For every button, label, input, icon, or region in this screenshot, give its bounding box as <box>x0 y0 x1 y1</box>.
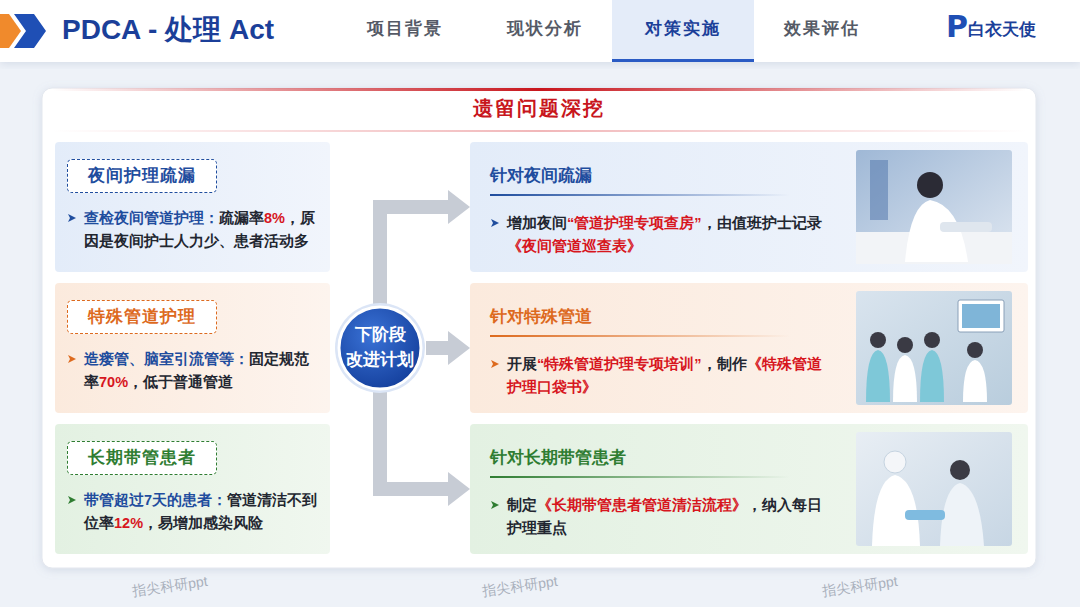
watermark: 指尖科研ppt <box>459 570 580 603</box>
text-run: 疏漏率 <box>219 210 264 226</box>
action-heading: 针对特殊管道 <box>490 305 790 337</box>
photo-training <box>856 291 1012 405</box>
problem-text: 查检夜间管道护理：疏漏率8%，原因是夜间护士人力少、患者活动多 <box>84 207 320 253</box>
bullet-row: 制定《长期带管患者管道清洁流程》，纳入每日护理重点 <box>490 494 824 540</box>
panel-top-line <box>52 88 1026 91</box>
bullet-arrow <box>490 359 500 369</box>
row-background <box>470 424 1028 554</box>
bullet-arrow <box>67 213 77 223</box>
bullet-row: 开展“特殊管道护理专项培训”，制作《特殊管道护理口袋书》 <box>490 353 824 399</box>
problem-tag: 夜间护理疏漏 <box>67 159 217 193</box>
row-background <box>55 424 330 554</box>
logo-mark: P <box>944 9 970 45</box>
text-run: ，制作 <box>702 356 747 372</box>
text-highlight: 70% <box>99 374 128 390</box>
row-background <box>55 283 330 413</box>
text-highlight: 《长期带管患者管道清洁流程》 <box>537 497 747 513</box>
hub-ring <box>335 303 425 393</box>
nav-tab: 效果评估 <box>752 19 892 39</box>
action-box: 针对长期带管患者制定《长期带管患者管道清洁流程》，纳入每日护理重点 <box>470 424 842 554</box>
flow-arrow <box>380 190 470 304</box>
slide-title: PDCA - 处理 Act <box>62 11 274 49</box>
bullet-row: 带管超过7天的患者：管道清洁不到位率12%，易增加感染风险 <box>67 489 318 535</box>
row-background <box>470 142 1028 272</box>
nav-tab-active: 对策实施 <box>612 19 754 39</box>
heading-underline <box>52 130 1026 132</box>
row-background <box>55 142 330 272</box>
problem-box: 特殊管道护理造瘘管、脑室引流管等：固定规范率70%，低于普通管道 <box>55 283 330 413</box>
bullet-arrow <box>67 354 77 364</box>
arrow-shaft <box>380 207 448 304</box>
problem-tag: 特殊管道护理 <box>67 300 217 334</box>
action-heading: 针对夜间疏漏 <box>490 164 790 196</box>
panel-heading: 遗留问题深挖 <box>42 88 1036 121</box>
action-text: 制定《长期带管患者管道清洁流程》，纳入每日护理重点 <box>507 494 827 540</box>
text-emphasis: 造瘘管、脑室引流管等： <box>84 351 249 367</box>
hub-circle: 下阶段 改进计划 <box>334 302 426 394</box>
problem-box: 长期带管患者带管超过7天的患者：管道清洁不到位率12%，易增加感染风险 <box>55 424 330 554</box>
hub-fill <box>339 307 421 389</box>
arrow-head <box>448 190 470 224</box>
content-panel: 遗留问题深挖夜间护理疏漏查检夜间管道护理：疏漏率8%，原因是夜间护士人力少、患者… <box>42 88 1036 568</box>
text-emphasis: 查检夜间管道护理： <box>84 210 219 226</box>
hub-circle-shape <box>334 302 426 394</box>
action-box: 针对特殊管道开展“特殊管道护理专项培训”，制作《特殊管道护理口袋书》 <box>470 283 842 413</box>
watermark: 指尖科研ppt <box>799 570 920 603</box>
text-run: ，易增加感染风险 <box>143 515 263 531</box>
watermark: 指尖科研ppt <box>109 570 230 603</box>
arrow-shaft <box>380 392 448 489</box>
bullet-shape <box>68 496 76 504</box>
flow-arrow <box>426 331 470 365</box>
hub-text: 下阶段 改进计划 <box>344 323 416 372</box>
text-run: ，低于普通管道 <box>128 374 233 390</box>
bullet-shape <box>491 219 499 227</box>
bullet-shape <box>68 355 76 363</box>
bullet-shape <box>68 214 76 222</box>
text-emphasis: 带管超过7天的患者： <box>84 492 227 508</box>
bullet-arrow <box>490 500 500 510</box>
bullet-shape <box>491 501 499 509</box>
active-tab-line <box>612 59 754 62</box>
row-background <box>470 283 1028 413</box>
problem-text: 造瘘管、脑室引流管等：固定规范率70%，低于普通管道 <box>84 348 320 394</box>
text-highlight: 8% <box>264 210 285 226</box>
main-panel <box>42 88 1036 568</box>
text-run: 开展 <box>507 356 537 372</box>
action-box: 针对夜间疏漏增加夜间“管道护理专项查房”，由值班护士记录《夜间管道巡查表》 <box>470 142 842 272</box>
text-run: ，由值班护士记录 <box>702 215 822 231</box>
arrow-shaft <box>426 341 448 355</box>
action-text: 增加夜间“管道护理专项查房”，由值班护士记录《夜间管道巡查表》 <box>507 212 827 258</box>
problem-box: 夜间护理疏漏查检夜间管道护理：疏漏率8%，原因是夜间护士人力少、患者活动多 <box>55 142 330 272</box>
action-text: 开展“特殊管道护理专项培训”，制作《特殊管道护理口袋书》 <box>507 353 827 399</box>
bullet-row: 增加夜间“管道护理专项查房”，由值班护士记录《夜间管道巡查表》 <box>490 212 824 258</box>
bullet-row: 造瘘管、脑室引流管等：固定规范率70%，低于普通管道 <box>67 348 318 394</box>
photo-tube-cleaning <box>856 432 1012 546</box>
bullet-row: 查检夜间管道护理：疏漏率8%，原因是夜间护士人力少、患者活动多 <box>67 207 318 253</box>
arrow-head <box>448 472 470 506</box>
text-run: 制定 <box>507 497 537 513</box>
header-chevron <box>14 14 46 48</box>
arrow-head <box>448 331 470 365</box>
text-highlight: “管道护理专项查房” <box>567 215 702 231</box>
photo-night-care <box>856 150 1012 264</box>
active-tab <box>612 0 754 62</box>
nav-tab: 现状分析 <box>475 19 615 39</box>
text-run: 增加夜间 <box>507 215 567 231</box>
problem-text: 带管超过7天的患者：管道清洁不到位率12%，易增加感染风险 <box>84 489 320 535</box>
flow-arrow <box>380 392 470 506</box>
problem-tag: 长期带管患者 <box>67 441 217 475</box>
bullet-shape <box>491 360 499 368</box>
text-highlight: 12% <box>114 515 143 531</box>
logo-text: 白衣天使 <box>968 20 1058 40</box>
text-highlight: 《夜间管道巡查表》 <box>507 238 642 254</box>
header-bar <box>0 0 1080 62</box>
nav-tab: 项目背景 <box>335 19 475 39</box>
text-highlight: “特殊管道护理专项培训” <box>537 356 702 372</box>
bullet-arrow <box>490 218 500 228</box>
bullet-arrow <box>67 495 77 505</box>
action-heading: 针对长期带管患者 <box>490 446 790 478</box>
